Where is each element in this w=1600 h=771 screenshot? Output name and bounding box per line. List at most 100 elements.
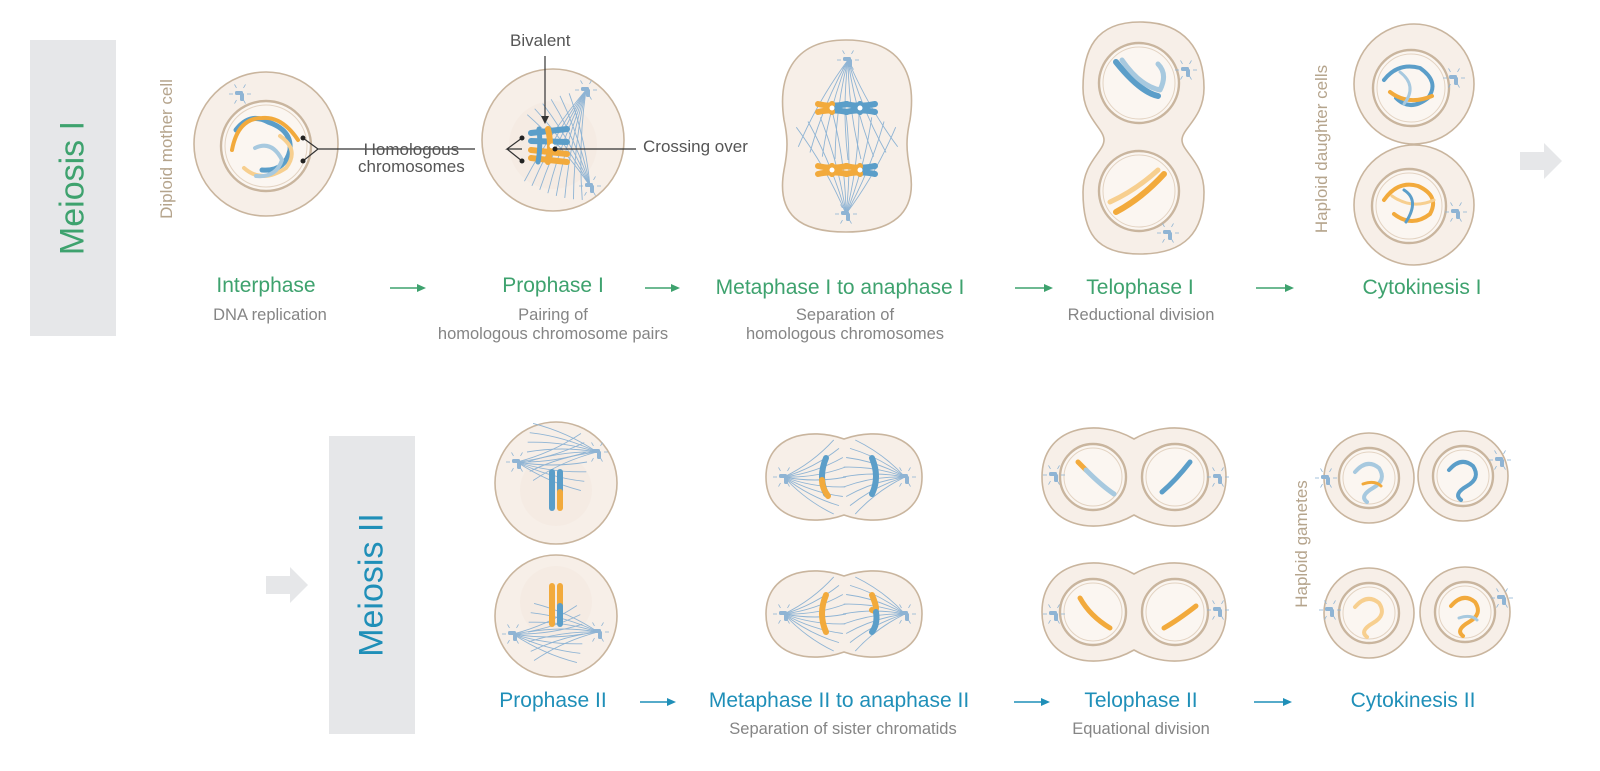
spindle-fiber	[528, 621, 599, 633]
centrosome-icon	[1454, 77, 1458, 85]
centrosome-icon	[1218, 476, 1222, 484]
telophase-1-chromosome	[1107, 167, 1161, 205]
spindle-fiber	[783, 476, 846, 488]
telophase-2-chromosome	[1077, 595, 1113, 631]
spindle-fiber	[533, 603, 599, 633]
centrosome-icon	[1500, 459, 1504, 467]
stage-cytokinesis-1-title: Cytokinesis I	[1362, 276, 1482, 299]
aster-ray	[1448, 68, 1451, 73]
aster-ray	[601, 637, 604, 642]
telophase-2-chromosome	[1083, 467, 1117, 497]
spindle-fiber	[526, 114, 591, 187]
meiosis-1-label: Meiosis I	[53, 120, 92, 256]
aster-ray	[591, 457, 594, 462]
spindle-fiber	[568, 93, 591, 187]
bivalent-blue	[535, 126, 543, 165]
nucleus-inner-ring	[1102, 154, 1176, 228]
stage-cytokinesis-2-title: Cytokinesis II	[1350, 689, 1476, 712]
aster-ray	[1324, 600, 1327, 605]
spindle-fiber	[530, 631, 599, 652]
centrosome-icon	[1186, 69, 1190, 77]
spindle-fiber	[783, 613, 840, 644]
aster-ray	[1505, 603, 1508, 608]
callout-dot	[300, 158, 306, 164]
aster-ray	[851, 50, 854, 55]
spindle-fiber	[783, 466, 846, 478]
aster-ray	[1048, 604, 1051, 609]
aster-ray	[520, 467, 523, 472]
aster-ray	[787, 619, 790, 624]
centrosome-icon	[846, 213, 850, 221]
chromatid	[843, 163, 863, 171]
aster-ray	[908, 482, 911, 487]
spindle-fiber	[855, 576, 906, 615]
gamete-chromosome	[1353, 596, 1384, 639]
stage-prophase-2-title: Prophase II	[499, 689, 607, 712]
centromere	[829, 167, 835, 173]
flow-arrow-head	[1044, 284, 1053, 292]
spindle-fiber	[783, 476, 840, 507]
aster-ray	[1448, 83, 1451, 88]
aster-ray	[580, 80, 583, 85]
chromatid	[815, 169, 835, 177]
gamete-chromosome	[1361, 480, 1383, 488]
stage-telophase-2-subtitle: Equational division	[1072, 720, 1210, 738]
centrosome-icon	[1330, 609, 1334, 617]
nucleus-inner-ring	[1376, 53, 1446, 123]
spindle-fiber	[559, 95, 591, 187]
flow-arrow-head	[671, 284, 680, 292]
centrosome-icon	[905, 476, 909, 484]
chromatid	[843, 169, 863, 177]
aster-ray	[234, 99, 237, 104]
chromatin-orange	[230, 115, 300, 152]
aster-ray	[1057, 619, 1060, 624]
aster-ray	[908, 467, 911, 472]
spindle-fiber	[512, 614, 581, 635]
chromatid	[815, 107, 835, 115]
metaphase-1-cell	[781, 39, 913, 233]
spindle-fiber	[783, 613, 846, 625]
telophase-1-chromosome	[1113, 171, 1167, 215]
aster-ray	[1057, 480, 1060, 485]
aster-ray	[787, 482, 790, 487]
spindle-fiber	[529, 451, 598, 472]
spindle-fiber	[573, 89, 587, 200]
anaphase-2-chromatid	[869, 609, 880, 635]
spindle-fiber	[526, 448, 598, 453]
meiosis-2-label: Meiosis II	[352, 513, 391, 657]
haploid-gametes-label: Haploid gametes	[1292, 480, 1311, 608]
aster-ray	[1057, 465, 1060, 470]
spindle-fiber	[783, 476, 834, 515]
telophase-1-chromosome	[1119, 57, 1166, 93]
aster-ray	[1212, 482, 1215, 487]
aster-ray	[592, 637, 595, 642]
meiosis-1-band: Meiosis I	[30, 40, 116, 336]
aster-ray	[1324, 615, 1327, 620]
aster-ray	[851, 65, 854, 70]
spindle-fiber	[783, 603, 846, 615]
aster-ray	[516, 639, 519, 644]
chromatin	[1382, 182, 1435, 223]
aster-ray	[589, 80, 592, 85]
aster-ray	[520, 452, 523, 457]
chromatin-light-blue	[253, 143, 284, 179]
meiosis-2-band: Meiosis II	[329, 436, 415, 734]
telophase-1-nucleus	[1097, 149, 1181, 233]
aster-ray	[1494, 465, 1497, 470]
aster-ray	[1212, 467, 1215, 472]
aster-ray	[1503, 450, 1506, 455]
nucleus-inner-ring	[224, 104, 308, 188]
aster-ray	[243, 99, 246, 104]
aster-ray	[1171, 238, 1174, 243]
centromere	[829, 105, 835, 111]
aster-ray	[601, 622, 604, 627]
callout-dot	[519, 135, 525, 141]
aster-ray	[1171, 223, 1174, 228]
homologous-callout-line	[302, 137, 475, 162]
centrosome-icon	[1502, 597, 1506, 605]
metaphase-1-chromosome	[843, 101, 878, 115]
chromatid	[815, 163, 835, 171]
spindle-fiber	[512, 633, 581, 654]
flow-arrow-head	[1285, 284, 1294, 292]
